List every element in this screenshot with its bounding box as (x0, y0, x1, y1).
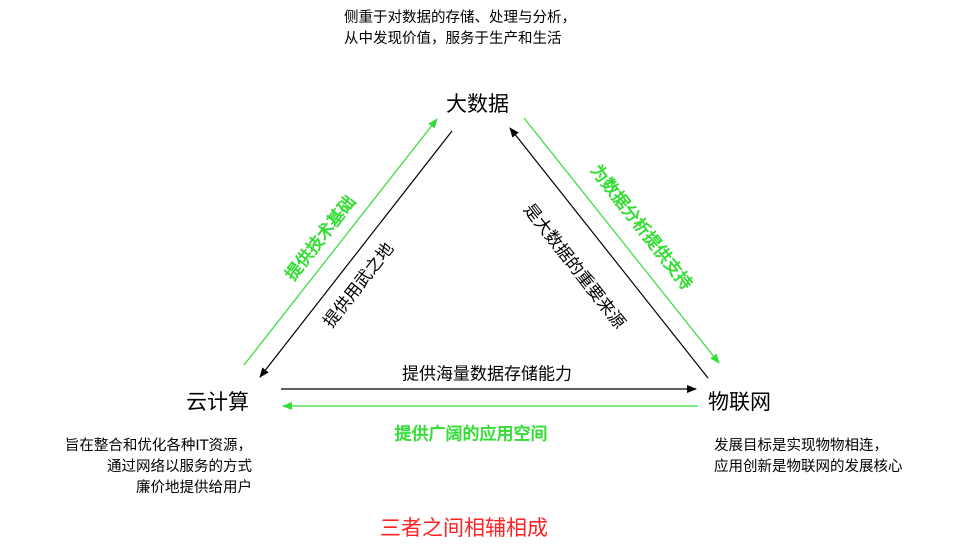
node-bigdata: 大数据 (446, 92, 509, 116)
cloud-desc-line2: 通过网络以服务的方式 (107, 459, 252, 475)
bigdata-desc-line2: 从中发现价值，服务于生产和生活 (344, 31, 562, 47)
cloud-desc-line3: 廉价地提供给用户 (136, 480, 252, 496)
arrow-bigdata-to-iot (523, 117, 720, 364)
iot-desc-line1: 发展目标是实现物物相连， (714, 438, 888, 454)
label-iot-to-cloud: 提供广阔的应用空间 (394, 424, 548, 445)
node-cloud: 云计算 (186, 390, 249, 414)
bigdata-description: 侧重于对数据的存储、处理与分析， 从中发现价值，服务于生产和生活 (344, 8, 576, 50)
iot-description: 发展目标是实现物物相连， 应用创新是物联网的发展核心 (714, 436, 903, 478)
arrow-bigdata-to-cloud (259, 130, 453, 378)
iot-desc-line2: 应用创新是物联网的发展核心 (714, 459, 903, 475)
label-cloud-to-iot: 提供海量数据存储能力 (402, 364, 572, 385)
arrow-cloud-to-bigdata (243, 118, 438, 366)
arrow-iot-to-bigdata (509, 127, 709, 379)
node-iot: 物联网 (708, 390, 771, 414)
cloud-desc-line1: 旨在整合和优化各种IT资源， (64, 438, 252, 454)
bigdata-desc-line1: 侧重于对数据的存储、处理与分析， (344, 10, 576, 26)
conclusion-text: 三者之间相辅相成 (380, 516, 548, 540)
cloud-description: 旨在整合和优化各种IT资源， 通过网络以服务的方式 廉价地提供给用户 (12, 436, 252, 499)
